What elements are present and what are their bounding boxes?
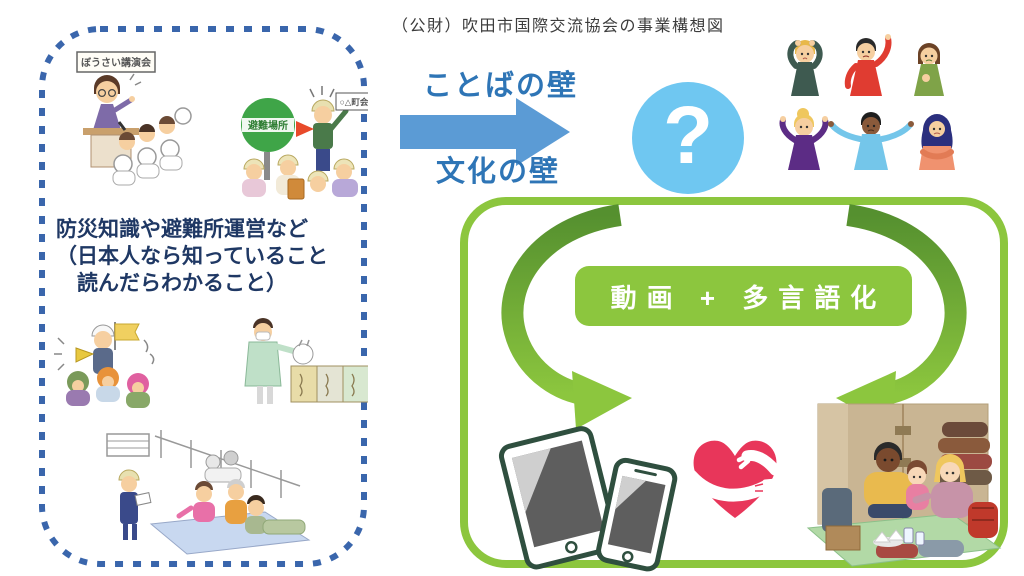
person-shrug-purple xyxy=(779,108,829,170)
evacuation-drill-illustration: 避難場所 ○△町会 xyxy=(241,86,368,200)
person-hand-on-chest xyxy=(914,43,944,96)
culture-barrier-label: 文化の壁 xyxy=(436,156,561,188)
right-arrow-icon xyxy=(400,98,570,166)
cycle-arrows-icon xyxy=(501,204,967,429)
confused-people-icon xyxy=(779,34,955,170)
caption-line-1: 防災知識や避難所運営など xyxy=(56,218,308,241)
lecture-sign-label: ぼうさい講演会 xyxy=(81,56,151,69)
caption-line-2: （日本人なら知っていること xyxy=(56,245,328,268)
language-barrier-label: ことばの壁 xyxy=(423,70,579,102)
town-sign-label: ○△町会 xyxy=(340,97,368,107)
person-raising-hand xyxy=(844,34,892,96)
disaster-lecture-illustration: ぼうさい講演会 xyxy=(76,51,192,186)
waste-sorting-illustration xyxy=(244,318,368,404)
question-mark: ? xyxy=(662,90,714,181)
dashed-border xyxy=(39,26,367,567)
person-shrug-blue xyxy=(828,112,914,170)
page-title: （公財）吹田市国際交流協会の事業構想図 xyxy=(392,18,725,35)
solution-pill: 動画 + 多言語化 xyxy=(575,266,912,326)
shelter-scene-illustration xyxy=(106,430,311,555)
tablet-phone-icon xyxy=(498,426,678,572)
panel-caption: 防災知識や避難所運営など （日本人なら知っていること 読んだらわかること） xyxy=(56,216,374,297)
heart-hands-icon xyxy=(685,440,781,518)
person-hijab xyxy=(919,114,955,170)
family-shelter-icon xyxy=(806,403,1002,567)
japanese-knowledge-panel: ぼうさい講演会 xyxy=(39,26,368,567)
person-hands-on-head xyxy=(787,40,823,96)
solution-panel xyxy=(460,197,1008,568)
evacuation-sign-label: 避難場所 xyxy=(247,119,288,132)
panel-border xyxy=(460,197,1008,568)
children-drill-illustration xyxy=(54,322,155,408)
caption-line-3: 読んだらわかること） xyxy=(56,272,287,295)
solution-label: 動画 + 多言語化 xyxy=(610,282,887,313)
question-icon: ? xyxy=(632,82,744,194)
